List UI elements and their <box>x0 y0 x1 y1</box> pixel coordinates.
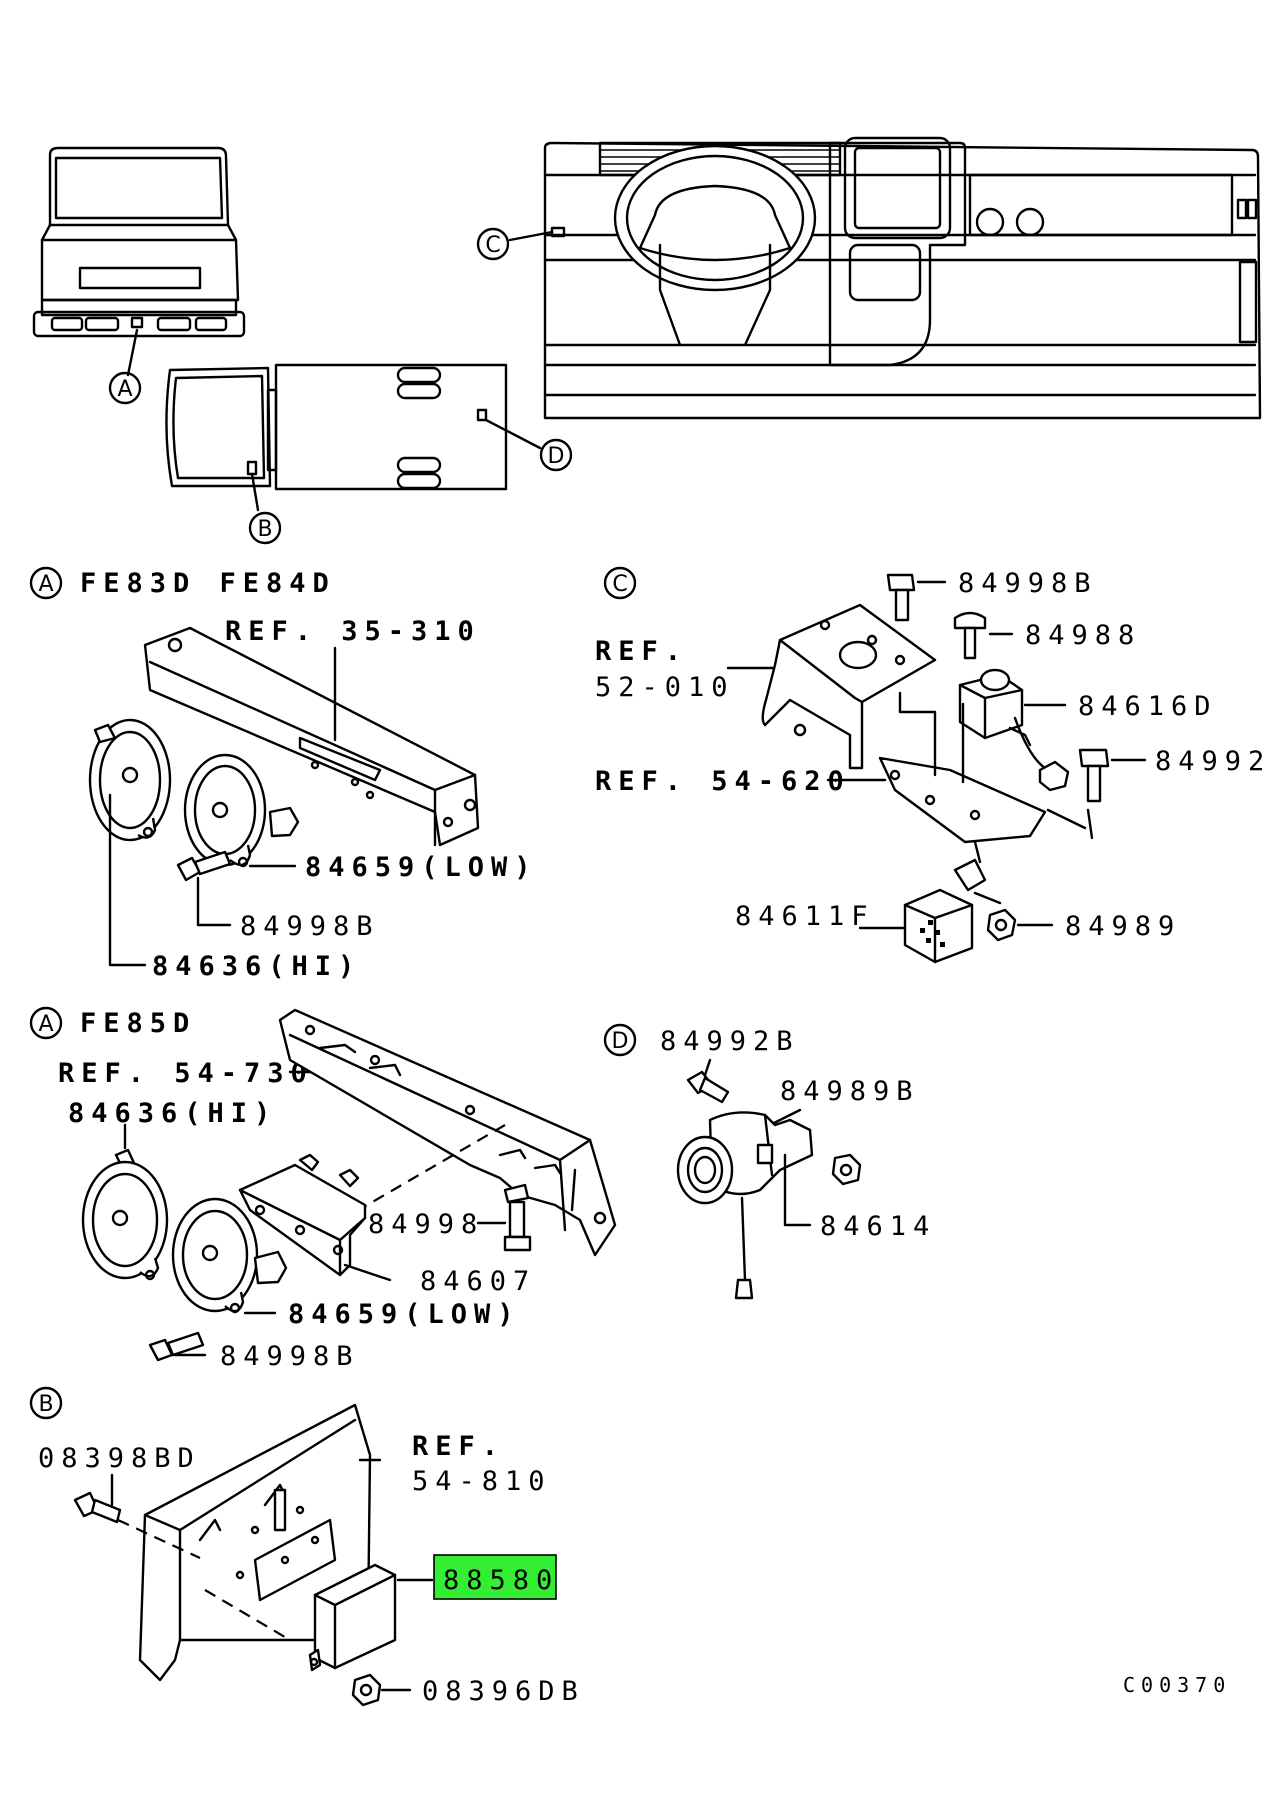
dashboard-view <box>508 136 1262 420</box>
relay-84611f <box>858 840 987 964</box>
bolt-84992 <box>1078 748 1147 803</box>
bolt-84998b-a1 <box>176 850 232 927</box>
label-84636-hi-1: 84636(HI) <box>152 951 361 982</box>
module-88580 <box>308 1563 434 1672</box>
section-c-marker: C <box>612 572 627 597</box>
truck-front-view <box>32 146 246 377</box>
part-88580-highlight[interactable]: 88580 <box>433 1554 559 1600</box>
section-a2-header: A FE85D <box>29 1006 196 1040</box>
label-84998: 84998 <box>368 1209 484 1240</box>
label-84607: 84607 <box>420 1266 536 1297</box>
label-ref-52-010-b: 52-010 <box>595 672 735 703</box>
bolt-08398bd <box>73 1491 122 1524</box>
section-a1-header: A FE83D FE84D <box>29 566 336 600</box>
section-a1-marker: A <box>38 572 53 597</box>
section-a2-marker: A <box>38 1012 53 1037</box>
marker-c-text: C <box>485 233 500 258</box>
bracket-84607 <box>238 1153 392 1282</box>
label-ref-52-010-a: REF. <box>595 636 688 667</box>
nut-84989b <box>831 1153 862 1186</box>
label-84659-low-1: 84659(LOW) <box>305 852 538 883</box>
marker-c-top: C <box>476 227 510 261</box>
crossmember-a1 <box>143 626 480 847</box>
label-84659-low-2: 84659(LOW) <box>288 1299 521 1330</box>
marker-d-top: D <box>539 438 573 472</box>
label-84614: 84614 <box>820 1211 936 1242</box>
section-a1-title: FE83D FE84D <box>80 568 336 599</box>
marker-a-text: A <box>117 377 132 402</box>
horn-hi-a1 <box>88 718 172 967</box>
label-84611f: 84611F <box>735 901 875 932</box>
relay-84616d <box>958 668 1070 792</box>
label-84998b-2: 84998B <box>220 1341 360 1372</box>
bolt-84992b <box>686 1058 730 1104</box>
label-84636-hi-2: 84636(HI) <box>68 1098 277 1129</box>
bolt-84998b-a2 <box>148 1331 207 1362</box>
label-ref-54-620: REF. 54-620 <box>595 766 851 797</box>
marker-d-text: D <box>548 444 565 469</box>
nut-08396db <box>351 1673 412 1707</box>
horn-low-a2 <box>171 1197 288 1315</box>
label-84998b-1: 84998B <box>240 911 380 942</box>
label-84988: 84988 <box>1025 620 1141 651</box>
nut-84989 <box>973 891 1054 942</box>
label-84992: 84992 <box>1155 746 1271 777</box>
section-b-marker: B <box>38 1392 53 1417</box>
truck-plan-view <box>165 363 542 512</box>
screw-84988 <box>953 611 1014 660</box>
panel-ref-54-810 <box>138 1403 382 1682</box>
horn-hi-a2 <box>81 1123 169 1281</box>
marker-b-text: B <box>257 517 272 542</box>
label-84998b-c: 84998B <box>958 568 1098 599</box>
section-d-marker: D <box>612 1029 629 1054</box>
section-c-header: C <box>603 566 637 600</box>
label-08396db: 08396DB <box>422 1676 585 1707</box>
label-ref-35-310: REF. 35-310 <box>225 616 481 647</box>
label-88580[interactable]: 88580 <box>443 1565 559 1596</box>
label-84989: 84989 <box>1065 911 1181 942</box>
label-84992b: 84992B <box>660 1026 800 1057</box>
marker-b-top: B <box>248 511 282 545</box>
buzzer-84614 <box>676 1111 814 1300</box>
label-84989b: 84989B <box>780 1076 920 1107</box>
bracket-c <box>761 603 1094 844</box>
horn-low-a1 <box>183 753 300 868</box>
marker-a-top: A <box>108 371 142 405</box>
bolt-84998b-c <box>886 573 947 622</box>
section-b-header: B <box>29 1386 63 1420</box>
label-ref-54-810-b: 54-810 <box>412 1466 552 1497</box>
label-ref-54-810-a: REF. <box>412 1431 505 1462</box>
bolt-84998-a2 <box>476 1183 532 1252</box>
drawing-code: C00370 <box>1123 1673 1231 1697</box>
section-a2-title: FE85D <box>80 1008 196 1039</box>
section-d-header: D <box>603 1023 637 1057</box>
crossmember-a2 <box>278 1008 617 1257</box>
label-ref-54-730: REF. 54-730 <box>58 1058 314 1089</box>
label-08398bd: 08398BD <box>38 1443 201 1474</box>
label-84616d: 84616D <box>1078 691 1218 722</box>
